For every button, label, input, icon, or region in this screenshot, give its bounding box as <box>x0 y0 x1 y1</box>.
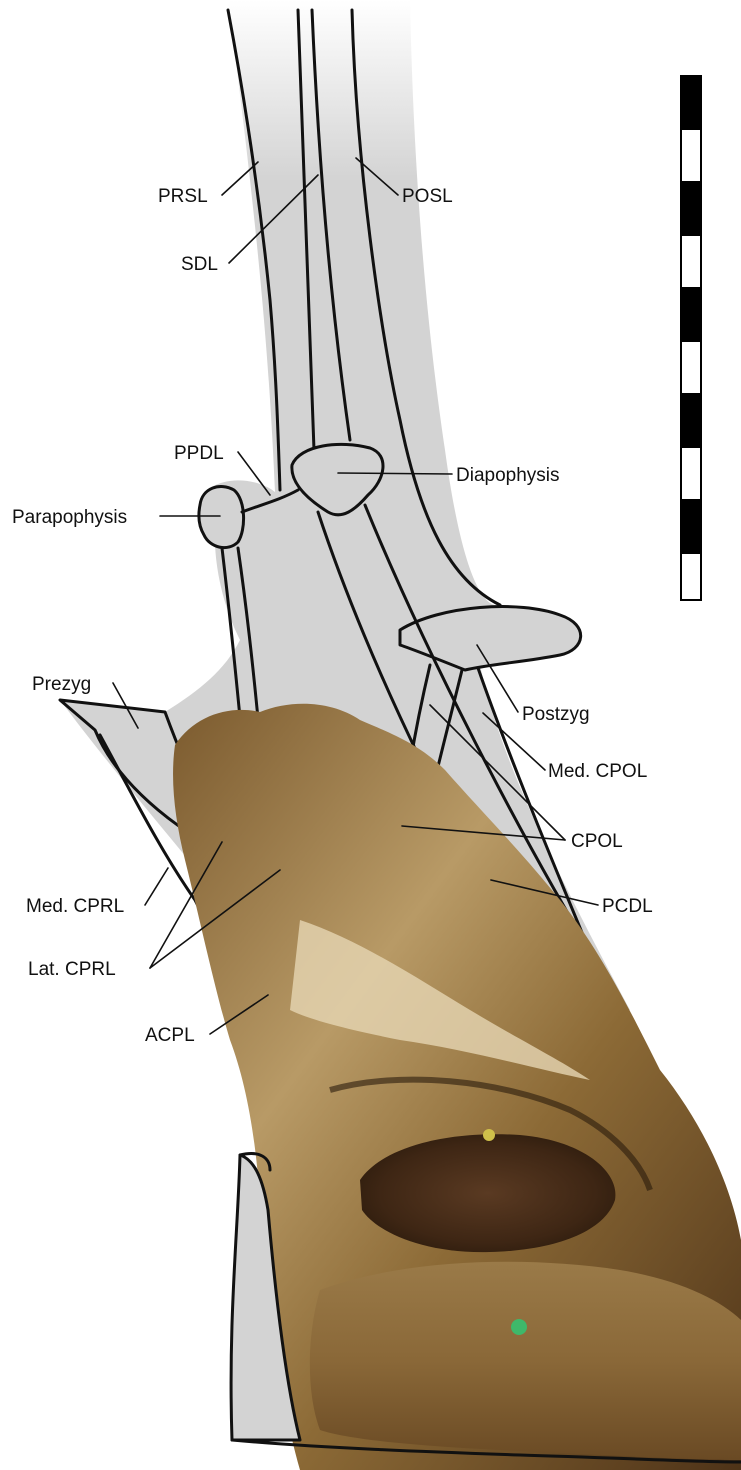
label-postzyg: Postzyg <box>522 704 590 725</box>
label-prezyg: Prezyg <box>32 674 91 695</box>
label-ppdl: PPDL <box>174 443 224 464</box>
label-pcdl: PCDL <box>602 896 653 917</box>
label-sdl: SDL <box>181 254 218 275</box>
med-cprl-leader <box>145 868 168 905</box>
label-cpol: CPOL <box>571 831 623 852</box>
label-med-cprl: Med. CPRL <box>26 896 124 917</box>
diapophysis-leader <box>338 473 452 474</box>
scale-bar <box>681 76 701 600</box>
label-prsl: PRSL <box>158 186 208 207</box>
parapophysis-shape <box>199 486 244 547</box>
green-specimen-dot <box>511 1319 527 1335</box>
label-diapophysis: Diapophysis <box>456 465 560 486</box>
yellow-specimen-dot <box>483 1129 495 1141</box>
pneumatic-fossa <box>360 1134 615 1252</box>
label-lat-cprl: Lat. CPRL <box>28 959 116 980</box>
label-med-cpol: Med. CPOL <box>548 761 647 782</box>
label-parapophysis: Parapophysis <box>12 507 127 528</box>
centrum-bone <box>310 1262 741 1460</box>
label-acpl: ACPL <box>145 1025 195 1046</box>
label-posl: POSL <box>402 186 453 207</box>
